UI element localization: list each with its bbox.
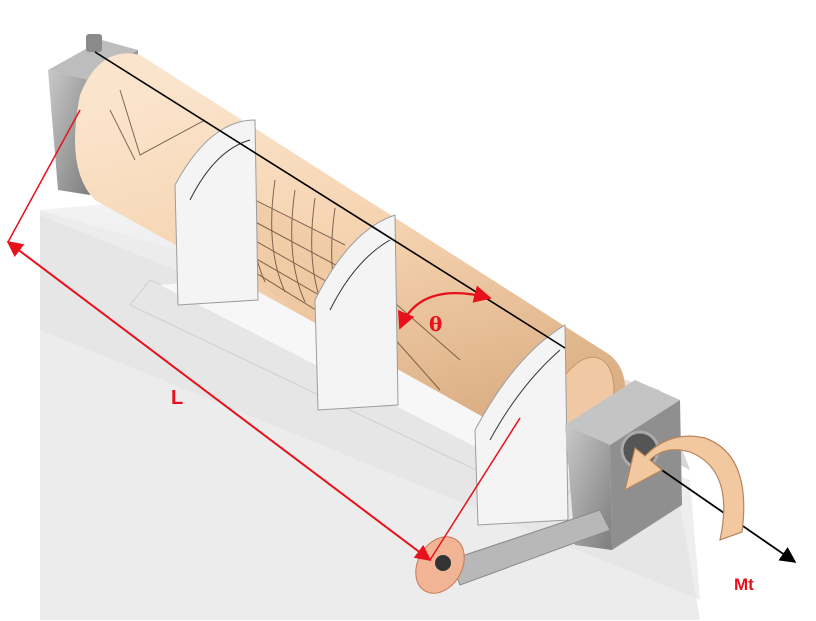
length-dimension: [6, 109, 521, 561]
torque-label: Mt: [734, 575, 754, 594]
bolt-icon: [86, 34, 102, 52]
length-label: L: [171, 387, 184, 409]
curved-arrow-icon: [624, 435, 745, 541]
arc-arrow-icon: [397, 285, 492, 330]
twist-angle-label: θ: [429, 312, 443, 336]
protractor-plate-3: [474, 324, 569, 526]
torque-axis-line: [639, 454, 797, 563]
